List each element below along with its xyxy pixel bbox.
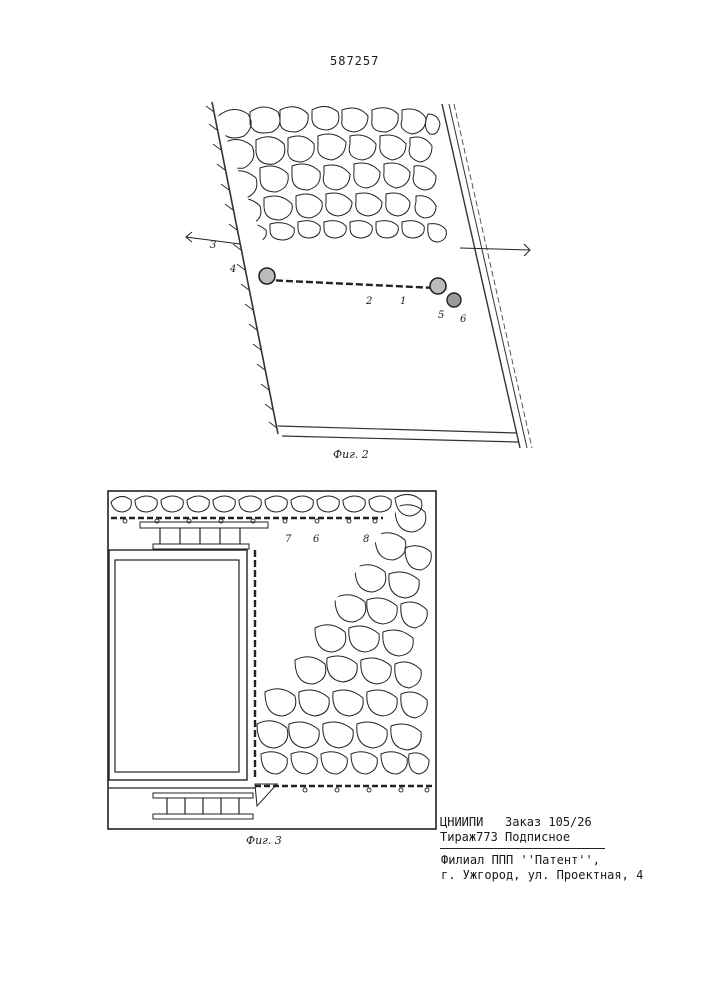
label-3: 3: [210, 240, 216, 251]
corner-brace: [255, 784, 277, 806]
floor-plate: [153, 814, 253, 819]
label-1: 1: [400, 296, 406, 307]
label-4: 4: [229, 264, 236, 275]
side-rock-pile: [257, 505, 431, 774]
label-7: 7: [285, 534, 292, 545]
figure-frame: [108, 491, 436, 829]
figure-3-drawing: 7 6 8: [105, 488, 440, 833]
broken-rock-mass: [218, 106, 446, 242]
roller-6: [447, 293, 461, 307]
label-6: 6: [460, 314, 467, 325]
roller-right: [430, 278, 446, 294]
figure-2-caption: Фиг. 2: [333, 448, 369, 461]
roller-left: [259, 268, 275, 284]
roof-beam: [140, 522, 268, 528]
chamber-floor: [278, 426, 518, 442]
machine-box-outer: [109, 550, 247, 780]
rope-right: [460, 244, 530, 256]
imprint-line-4: г. Ужгород, ул. Проектная, 4: [441, 868, 643, 883]
support-mesh: [266, 280, 436, 288]
figure-3-caption: Фиг. 3: [246, 834, 282, 847]
imprint-line-2: Тираж773 Подписное: [440, 830, 570, 845]
machine-box-inner: [115, 560, 239, 772]
label-6: 6: [313, 534, 320, 545]
floor-beam: [153, 793, 253, 798]
imprint-line-3: Филиал ППП ''Патент'',: [441, 853, 600, 868]
imprint-line-1: ЦНИИПИ Заказ 105/26: [440, 815, 592, 830]
patent-number: 587257: [330, 54, 379, 68]
right-wall: [442, 104, 532, 448]
roof-posts: [160, 528, 240, 544]
floor-posts: [167, 798, 239, 814]
bottom-hooks: [303, 788, 429, 792]
label-5: 5: [438, 310, 444, 321]
label-8: 8: [363, 534, 369, 545]
figure-2-drawing: 3 4 2 1 5 6: [170, 96, 550, 476]
roof-cap: [153, 544, 249, 549]
imprint-divider: [440, 848, 605, 849]
top-rock-layer: [111, 494, 422, 516]
label-2: 2: [365, 296, 372, 307]
